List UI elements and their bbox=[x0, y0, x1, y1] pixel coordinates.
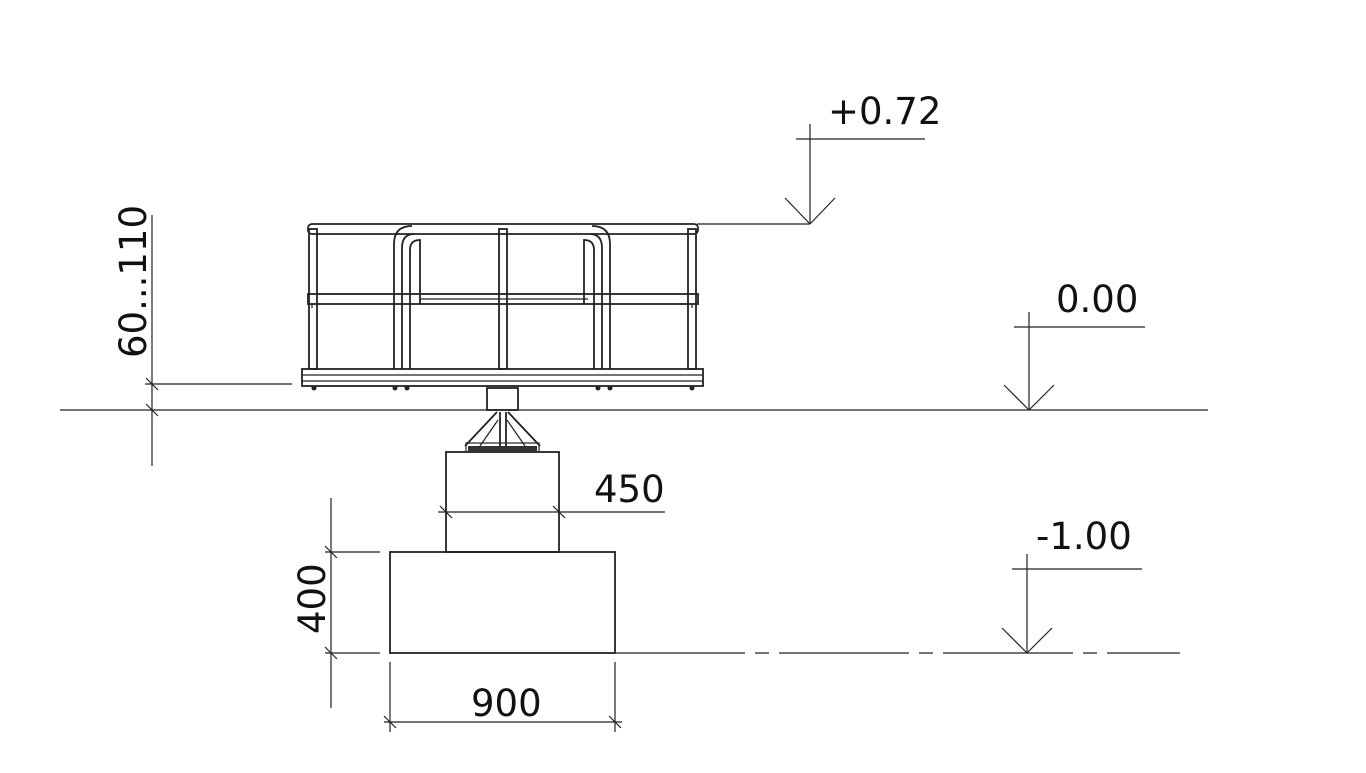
pivot-shaft bbox=[486, 387, 519, 411]
elevation-label-foundation: -1.00 bbox=[1036, 515, 1132, 558]
elevation-marker-top: +0.72 bbox=[697, 90, 941, 225]
elevation-marker-ground: 0.00 bbox=[1003, 278, 1145, 411]
dimension-pedestal-width: 450 bbox=[438, 468, 665, 519]
dimension-footing-width: 900 bbox=[383, 662, 622, 732]
mount-bracket bbox=[464, 411, 541, 453]
elevation-label-ground: 0.00 bbox=[1056, 278, 1138, 321]
platform-deck bbox=[301, 368, 704, 391]
dimension-label-platform-height: 60...110 bbox=[112, 205, 155, 358]
elevation-label-top: +0.72 bbox=[828, 90, 941, 133]
elevation-marker-foundation: -1.00 bbox=[1001, 515, 1142, 654]
dimension-platform-height: 60...110 bbox=[112, 205, 292, 466]
railing bbox=[307, 223, 699, 370]
footing-block bbox=[389, 551, 616, 654]
dimension-footing-height: 400 bbox=[291, 498, 380, 708]
dimension-label-footing-height: 400 bbox=[291, 563, 334, 634]
pedestal-block bbox=[445, 451, 560, 553]
dimension-label-footing-width: 900 bbox=[471, 682, 542, 725]
dimension-label-pedestal-width: 450 bbox=[594, 468, 665, 511]
